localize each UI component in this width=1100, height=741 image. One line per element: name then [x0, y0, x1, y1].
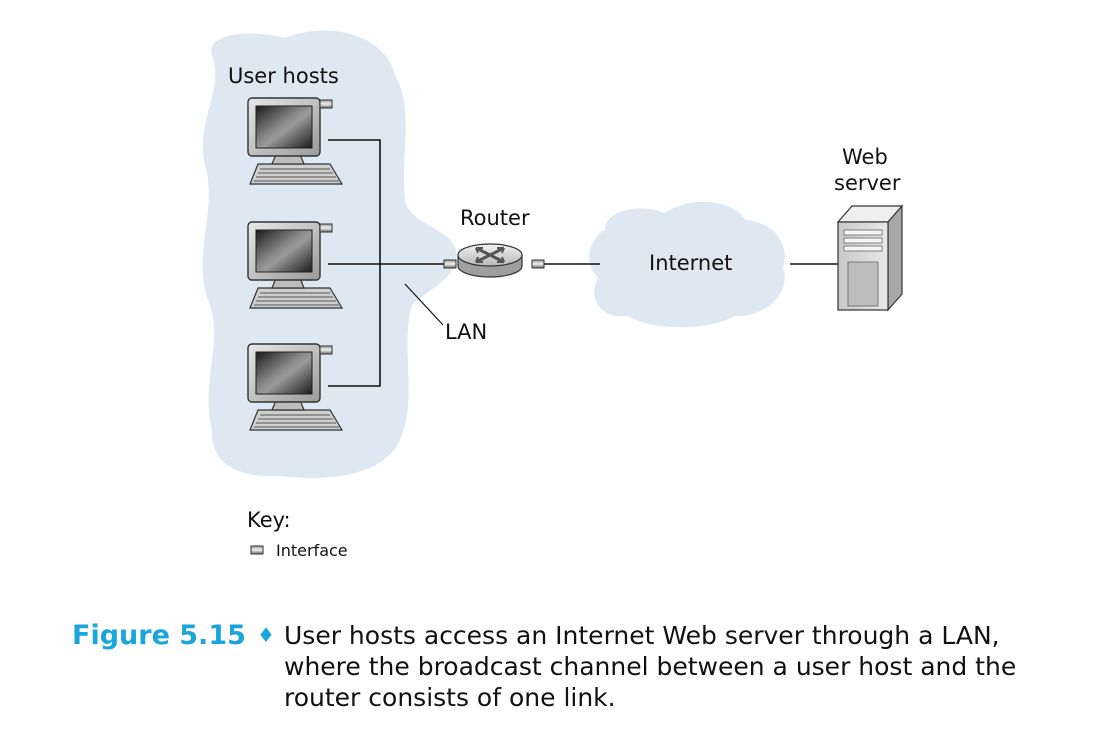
web-server-icon — [836, 204, 904, 312]
web-server-label-line1: Web — [842, 145, 888, 169]
figure-caption: User hosts access an Internet Web server… — [284, 621, 1017, 712]
lan-label: LAN — [445, 320, 487, 344]
key-title: Key: — [247, 508, 291, 532]
router-interface-left — [443, 259, 457, 269]
key-interface-label: Interface — [276, 541, 348, 560]
web-server-label-line2: server — [834, 171, 901, 195]
key-interface-icon — [250, 545, 264, 555]
internet-cloud — [589, 201, 785, 328]
internet-label: Internet — [649, 251, 732, 275]
router-icon — [457, 243, 523, 278]
router-label: Router — [460, 206, 530, 230]
lan-pointer-line — [404, 283, 444, 326]
router-interface-right — [531, 259, 545, 269]
network-diagram: User hosts Router LAN Internet Web serve… — [202, 30, 904, 560]
user-hosts-label: User hosts — [228, 64, 339, 88]
figure-number: Figure 5.15 — [72, 620, 246, 651]
lan-bus — [328, 139, 381, 387]
figure-separator: ♦ — [257, 623, 275, 647]
